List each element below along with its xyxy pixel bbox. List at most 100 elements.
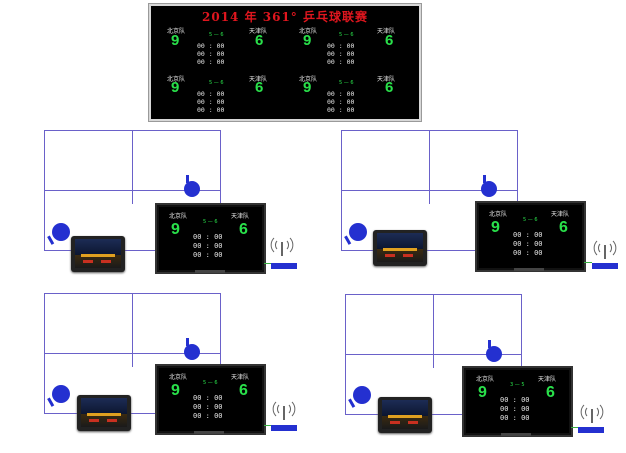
- table-edge: [44, 130, 45, 251]
- score-a: 9: [171, 221, 180, 238]
- paddle-icon: [344, 223, 367, 245]
- time-row: 00 : 00: [197, 98, 225, 106]
- game-score: 5 — 6: [209, 80, 224, 86]
- paddle-icon: [47, 385, 70, 407]
- tablet-controller[interactable]: [373, 230, 427, 266]
- table-edge: [220, 130, 221, 204]
- paddle-icon: [348, 386, 371, 408]
- table-center-line: [132, 130, 133, 204]
- cable: [264, 263, 272, 264]
- score-a: 9: [171, 382, 180, 399]
- score-b: 6: [239, 382, 248, 399]
- time-row: 00 : 00: [327, 106, 355, 114]
- score-b: 6: [239, 221, 248, 238]
- game-score: 5 — 6: [209, 32, 224, 38]
- time-row: 00 : 00: [193, 403, 223, 411]
- time-row: 00 : 00: [197, 50, 225, 58]
- team-a-label: 北京队: [167, 76, 186, 83]
- game-score: 5 — 6: [339, 32, 354, 38]
- tablet-screen: [81, 398, 127, 427]
- tablet-screen: [382, 400, 428, 429]
- game-score: 5 — 6: [203, 219, 218, 225]
- score-b: 6: [559, 219, 568, 236]
- score-b: 6: [255, 32, 264, 49]
- scoreboard-title: 2014 年 361° 乒乓球联赛: [202, 10, 368, 24]
- table-center-line: [429, 130, 430, 204]
- score-a: 9: [171, 79, 180, 96]
- time-row: 00 : 00: [500, 414, 530, 422]
- wifi-antenna-icon: [593, 240, 617, 259]
- tablet-controller[interactable]: [378, 397, 432, 433]
- tablet-button: [390, 421, 400, 424]
- tablet-controller[interactable]: [77, 395, 131, 431]
- score-b: 6: [385, 79, 394, 96]
- tablet-controller[interactable]: [71, 236, 125, 272]
- main-scoreboard: 2014 年 361° 乒乓球联赛 北京队 天津队 5 — 6 9 6 00 :…: [148, 3, 422, 122]
- table-center-line: [433, 294, 434, 368]
- tablet-button: [101, 260, 111, 263]
- time-row: 00 : 00: [327, 50, 355, 58]
- team-a-label: 北京队: [299, 76, 318, 83]
- time-row: 00 : 00: [193, 412, 223, 420]
- score-b: 6: [255, 79, 264, 96]
- game-score: 3 — 5: [510, 382, 525, 388]
- table-edge: [521, 294, 522, 368]
- game-score: 5 — 6: [523, 217, 538, 223]
- time-row: 00 : 00: [327, 42, 355, 50]
- tablet-button: [408, 421, 418, 424]
- team-b-label: 天津队: [249, 76, 268, 83]
- time-row: 00 : 00: [193, 242, 223, 250]
- time-row: 00 : 00: [193, 394, 223, 402]
- time-row: 00 : 00: [197, 42, 225, 50]
- score-a: 9: [171, 32, 180, 49]
- team-a-label: 北京队: [169, 374, 188, 381]
- time-row: 00 : 00: [197, 58, 225, 66]
- score-a: 9: [491, 219, 500, 236]
- time-row: 00 : 00: [193, 251, 223, 259]
- cable: [264, 425, 272, 426]
- paddle-icon: [184, 338, 200, 360]
- paddle-icon: [481, 175, 497, 197]
- tv-stand: [501, 433, 531, 436]
- time-row: 00 : 00: [193, 233, 223, 241]
- tv-stand: [194, 431, 224, 434]
- time-row: 00 : 00: [327, 58, 355, 66]
- time-row: 00 : 00: [513, 231, 543, 239]
- score-a: 9: [303, 79, 312, 96]
- team-b-label: 天津队: [231, 213, 250, 220]
- tablet-button: [385, 254, 395, 257]
- team-b-label: 天津队: [231, 374, 250, 381]
- tablet-button: [403, 254, 413, 257]
- score-a: 9: [303, 32, 312, 49]
- cable: [584, 262, 592, 263]
- score-a: 9: [478, 384, 487, 401]
- table-center-line: [132, 293, 133, 367]
- table-edge: [345, 294, 346, 415]
- wifi-antenna-icon: [272, 401, 296, 420]
- team-a-label: 北京队: [169, 213, 188, 220]
- time-row: 00 : 00: [197, 90, 225, 98]
- time-row: 00 : 00: [513, 240, 543, 248]
- paddle-icon: [184, 175, 200, 197]
- team-a-label: 北京队: [489, 211, 508, 218]
- base-station: [592, 263, 618, 269]
- tv-stand: [514, 268, 544, 271]
- game-score: 5 — 6: [203, 380, 218, 386]
- team-b-label: 天津队: [551, 211, 570, 218]
- table-edge: [517, 130, 518, 204]
- team-b-label: 天津队: [377, 76, 396, 83]
- cable: [571, 427, 579, 428]
- time-row: 00 : 00: [513, 249, 543, 257]
- time-row: 00 : 00: [197, 106, 225, 114]
- tablet-screen: [75, 239, 121, 268]
